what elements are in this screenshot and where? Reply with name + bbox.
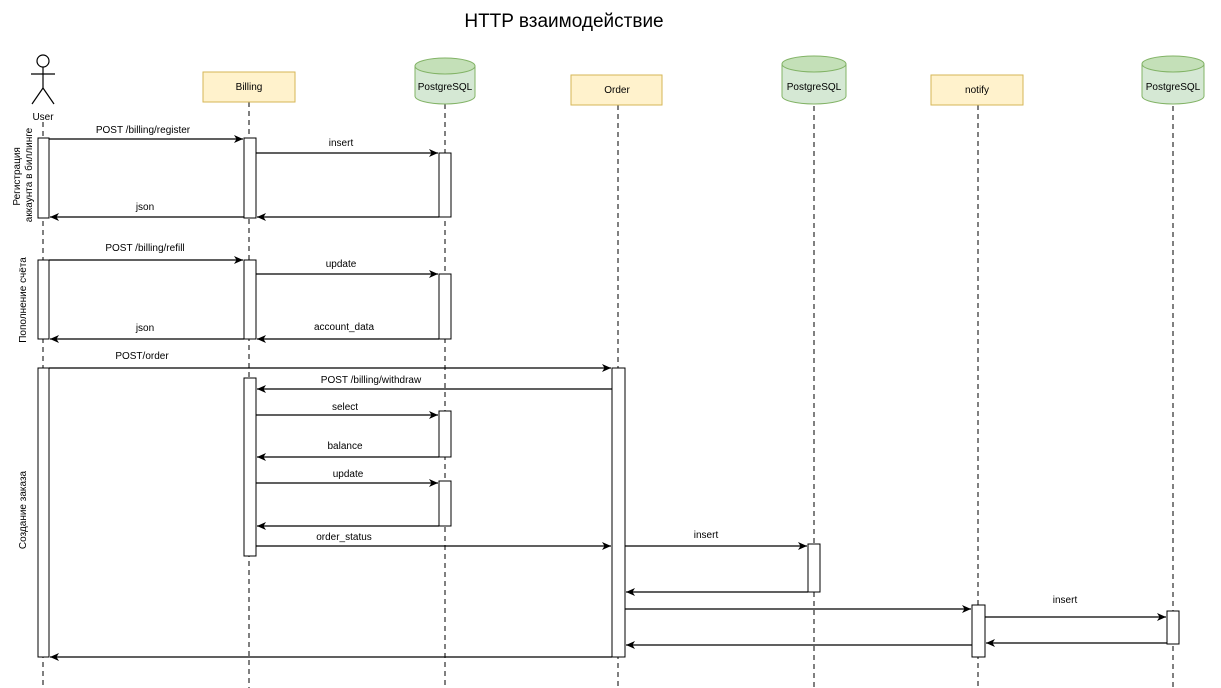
activation-db2-insert [807,543,821,593]
diagram-title: HTTP взаимодействие [464,11,663,32]
participant-postgresql-1: PostgreSQL [414,57,476,105]
message-label: select [332,402,358,413]
activation-user-refill [37,259,50,340]
participant-user: User [31,54,55,123]
section-label-refill: Пополнение счёта [18,257,29,343]
participant-billing: Billing [202,71,296,103]
message-label: order_status [316,532,372,543]
activation-user-order [37,367,50,658]
participant-label: PostgreSQL [418,82,473,93]
section-line: Регистрация [12,147,23,205]
activation-order [611,367,626,658]
database-icon [414,57,476,75]
participant-postgresql-3: PostgreSQL [1141,55,1205,105]
message-label: update [333,469,364,480]
participant-label: PostgreSQL [787,82,842,93]
message-label: POST /billing/register [96,125,191,136]
participant-order: Order [570,74,663,106]
activation-user-registration [37,137,50,219]
message-label: POST /billing/refill [105,243,184,254]
activation-db1-registration [438,152,452,218]
section-label-create-order: Создание заказа [18,470,29,549]
participant-label: notify [965,85,989,96]
activation-db3-insert [1166,610,1180,645]
activation-db1-refill [438,273,452,340]
activation-db1-select [438,410,452,458]
message-label: insert [694,530,719,541]
participant-notify: notify [930,74,1024,106]
activation-db1-update [438,480,452,527]
message-label: update [326,259,357,270]
participant-label: User [32,112,54,123]
participant-postgresql-2: PostgreSQL [781,55,847,105]
activation-billing-refill [243,259,257,340]
message-label: account_data [314,322,374,333]
message-label: json [135,202,154,213]
activation-notify [971,604,986,658]
message-label: json [135,323,154,334]
participant-label: Order [604,85,630,96]
participant-label: Billing [236,82,263,93]
section-label-registration: Регистрация аккаунта в биллинге [12,127,35,222]
message-label: POST/order [115,351,169,362]
participant-label: PostgreSQL [1146,82,1201,93]
activation-billing-withdraw [243,377,257,557]
message-label: POST /billing/withdraw [321,375,422,386]
activation-billing-registration [243,137,257,219]
message-label: balance [327,441,362,452]
actor-icon [31,54,55,105]
message-label: insert [329,138,354,149]
message-label: insert [1053,595,1078,606]
database-icon [1141,55,1205,73]
section-line: аккаунта в биллинге [23,127,35,222]
database-icon [781,55,847,73]
